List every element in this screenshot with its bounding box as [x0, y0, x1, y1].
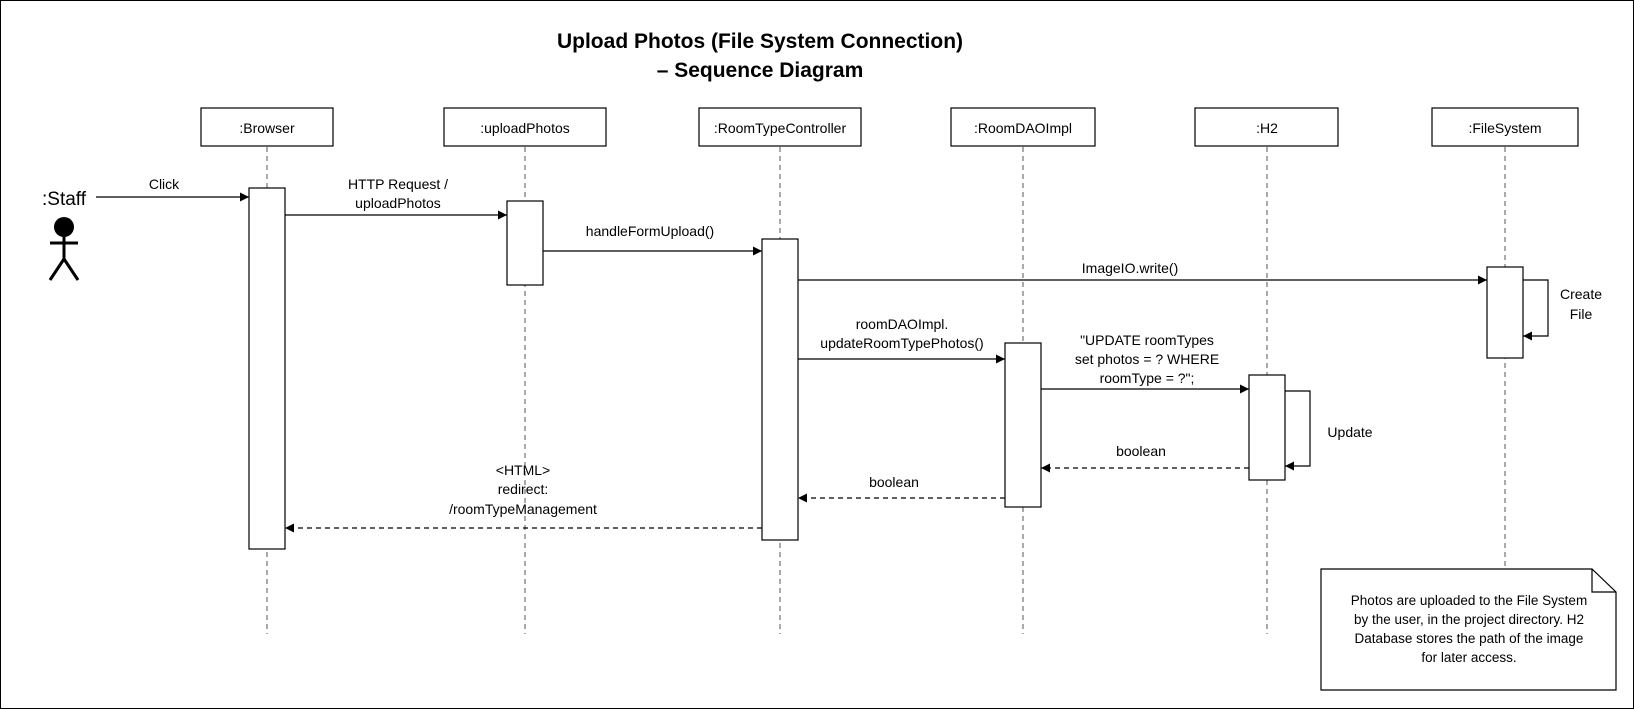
message-click-label: Click: [149, 176, 180, 192]
actor-leg-left-icon: [48, 258, 66, 281]
lifeline-box-uploadphotos: [443, 107, 607, 147]
message-return-html-redirect-label-line3: /roomTypeManagement: [449, 501, 597, 517]
message-sql-update: "UPDATE roomTypes set photos = ? WHERE r…: [1041, 332, 1249, 394]
message-handle-form-upload-label: handleFormUpload(): [586, 223, 714, 239]
message-handle-form-upload: handleFormUpload(): [543, 223, 762, 256]
lifeline-label-roomdaoimpl: :RoomDAOImpl: [974, 120, 1072, 136]
self-message-update: Update: [1285, 390, 1373, 471]
activation-filesystem: [1486, 266, 1524, 359]
note: Photos are uploaded to the File System b…: [1320, 568, 1617, 691]
lifeline-label-uploadphotos: :uploadPhotos: [480, 120, 570, 136]
lifeline-box-roomtypecontroller: [698, 107, 862, 147]
lifeline-box-browser: [200, 107, 334, 147]
message-update-room-type-photos-label-line1: roomDAOImpl.: [856, 316, 949, 332]
lifeline-label-filesystem: :FileSystem: [1468, 120, 1541, 136]
message-return-html-redirect-label-line1: <HTML>: [496, 462, 550, 478]
note-fold-icon: [1591, 569, 1616, 593]
note-box: [1320, 568, 1617, 691]
message-return-boolean-dao: boolean: [798, 474, 1005, 503]
lifeline-box-roomdaoimpl: [950, 107, 1096, 147]
lifeline-heads: :Browser :uploadPhotos :RoomTypeControll…: [200, 107, 1579, 147]
activation-uploadphotos: [506, 200, 544, 286]
lifeline-label-browser: :Browser: [239, 120, 295, 136]
note-line-4: for later access.: [1421, 650, 1516, 665]
message-imageio-write-label: ImageIO.write(): [1082, 260, 1178, 276]
lifeline-box-filesystem: [1431, 107, 1579, 147]
message-sql-update-label-line3: roomType = ?";: [1100, 370, 1195, 386]
actor-leg-right-icon: [62, 258, 80, 281]
note-line-2: by the user, in the project directory. H…: [1354, 612, 1584, 627]
activation-roomdaoimpl: [1004, 342, 1042, 508]
note-line-1: Photos are uploaded to the File System: [1351, 593, 1587, 608]
message-imageio-write: ImageIO.write(): [798, 260, 1487, 285]
diagram-subtitle: – Sequence Diagram: [657, 59, 864, 82]
message-http-request-label-line1: HTTP Request /: [348, 176, 448, 192]
message-update-room-type-photos-label-line2: updateRoomTypePhotos(): [820, 335, 983, 351]
message-return-boolean-h2: boolean: [1041, 443, 1249, 473]
self-message-update-label: Update: [1327, 424, 1372, 440]
message-return-html-redirect-label-line2: redirect:: [498, 481, 549, 497]
message-return-boolean-h2-label: boolean: [1116, 443, 1166, 459]
diagram-title: Upload Photos (File System Connection): [557, 30, 963, 53]
message-sql-update-label-line1: "UPDATE roomTypes: [1080, 332, 1214, 348]
message-sql-update-label-line2: set photos = ? WHERE: [1075, 351, 1219, 367]
message-return-html-redirect: <HTML> redirect: /roomTypeManagement: [285, 462, 762, 533]
activation-roomtypecontroller: [761, 238, 799, 541]
self-message-create-file: Create File: [1523, 279, 1602, 341]
self-message-create-file-label-line2: File: [1570, 306, 1593, 322]
message-return-boolean-dao-label: boolean: [869, 474, 919, 490]
activation-h2: [1248, 374, 1286, 481]
self-message-create-file-label-line1: Create: [1560, 286, 1602, 302]
message-update-room-type-photos: roomDAOImpl. updateRoomTypePhotos(): [798, 316, 1005, 364]
lifeline-label-h2: :H2: [1256, 120, 1278, 136]
actor-label: :Staff: [42, 189, 87, 210]
activation-browser: [248, 187, 286, 550]
self-message-update-arrow: [1285, 390, 1311, 471]
actor-head-icon: [54, 217, 74, 237]
message-http-request: HTTP Request / uploadPhotos: [285, 176, 507, 220]
self-message-create-file-arrow: [1523, 279, 1549, 341]
actor-staff: :Staff: [42, 189, 87, 281]
lifeline-lines: [266, 147, 1506, 634]
activation-bars: [248, 187, 1524, 550]
note-line-3: Database stores the path of the image: [1355, 631, 1584, 646]
message-http-request-label-line2: uploadPhotos: [355, 195, 441, 211]
lifeline-label-roomtypecontroller: :RoomTypeController: [714, 120, 847, 136]
lifeline-box-h2: [1194, 107, 1339, 147]
message-click: Click: [96, 176, 249, 202]
